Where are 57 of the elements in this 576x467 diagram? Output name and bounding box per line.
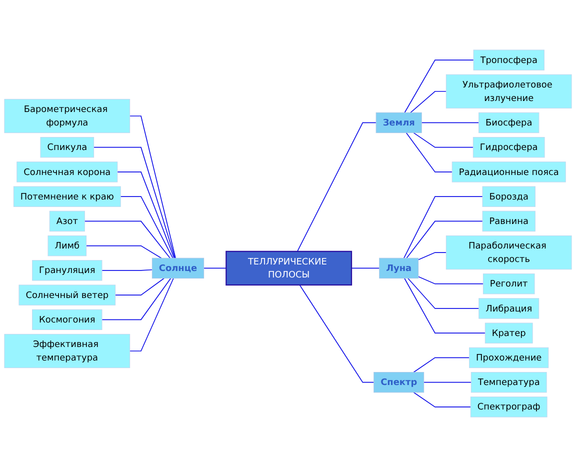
connector [418, 252, 447, 260]
connector [423, 382, 472, 383]
node-box: Луна [379, 258, 419, 279]
node-box: Тропосфера [473, 50, 544, 70]
node-box: ТЕЛЛУРИЧЕСКИЕ ПОЛОСЫ [226, 250, 352, 286]
connector [203, 268, 227, 269]
connector [404, 196, 483, 259]
connector [421, 122, 480, 124]
connector [120, 196, 174, 259]
node-box: Равнина [482, 210, 536, 232]
node-box: Потемнение к краю [13, 186, 121, 207]
node-box: Борозда [482, 186, 536, 207]
node-box: Солнечный ветер [18, 284, 116, 306]
connector [404, 278, 486, 334]
connector [413, 392, 472, 408]
connector [114, 278, 165, 296]
node-box: Спектрограф [470, 396, 548, 418]
node-box: Кратер [484, 322, 533, 344]
node-box: Радиационные пояса [452, 162, 566, 182]
node-box: Прохождение [469, 347, 549, 368]
connector [102, 269, 153, 271]
connector [129, 116, 176, 259]
connector [84, 220, 170, 259]
connector [116, 172, 175, 259]
connector [406, 132, 453, 172]
connector [413, 132, 474, 148]
connector [413, 357, 470, 373]
node-box: Космогония [32, 309, 102, 330]
connector [351, 268, 380, 269]
node-box: Спектр [374, 372, 424, 393]
connector [404, 60, 474, 114]
node-box: Биосфера [478, 112, 540, 134]
node-box: Земля [376, 112, 422, 134]
node-box: Гидросфера [472, 136, 545, 158]
connector [93, 146, 176, 259]
node-box: Грануляция [32, 260, 102, 281]
node-box: Температура [470, 372, 547, 393]
node-box: Реголит [482, 274, 535, 294]
node-box: Барометрическая формула [4, 98, 130, 134]
node-box: Азот [49, 210, 85, 232]
node-box: Параболическая скорость [446, 235, 572, 270]
connector [296, 122, 377, 252]
connector [410, 90, 447, 114]
node-box: Спикула [40, 136, 94, 158]
connector [406, 220, 483, 259]
node-box: Лимб [48, 235, 87, 256]
connector [86, 245, 162, 259]
node-box: Эффективная температура [4, 334, 130, 368]
connector [129, 278, 174, 352]
connector [102, 278, 172, 320]
connector [418, 276, 484, 284]
node-box: Либрация [478, 298, 540, 319]
connector [407, 278, 480, 309]
node-box: Солнце [152, 258, 204, 279]
node-box: Ультрафиолетовое излучение [446, 74, 572, 108]
node-box: Солнечная корона [16, 162, 118, 182]
connector [299, 284, 374, 383]
